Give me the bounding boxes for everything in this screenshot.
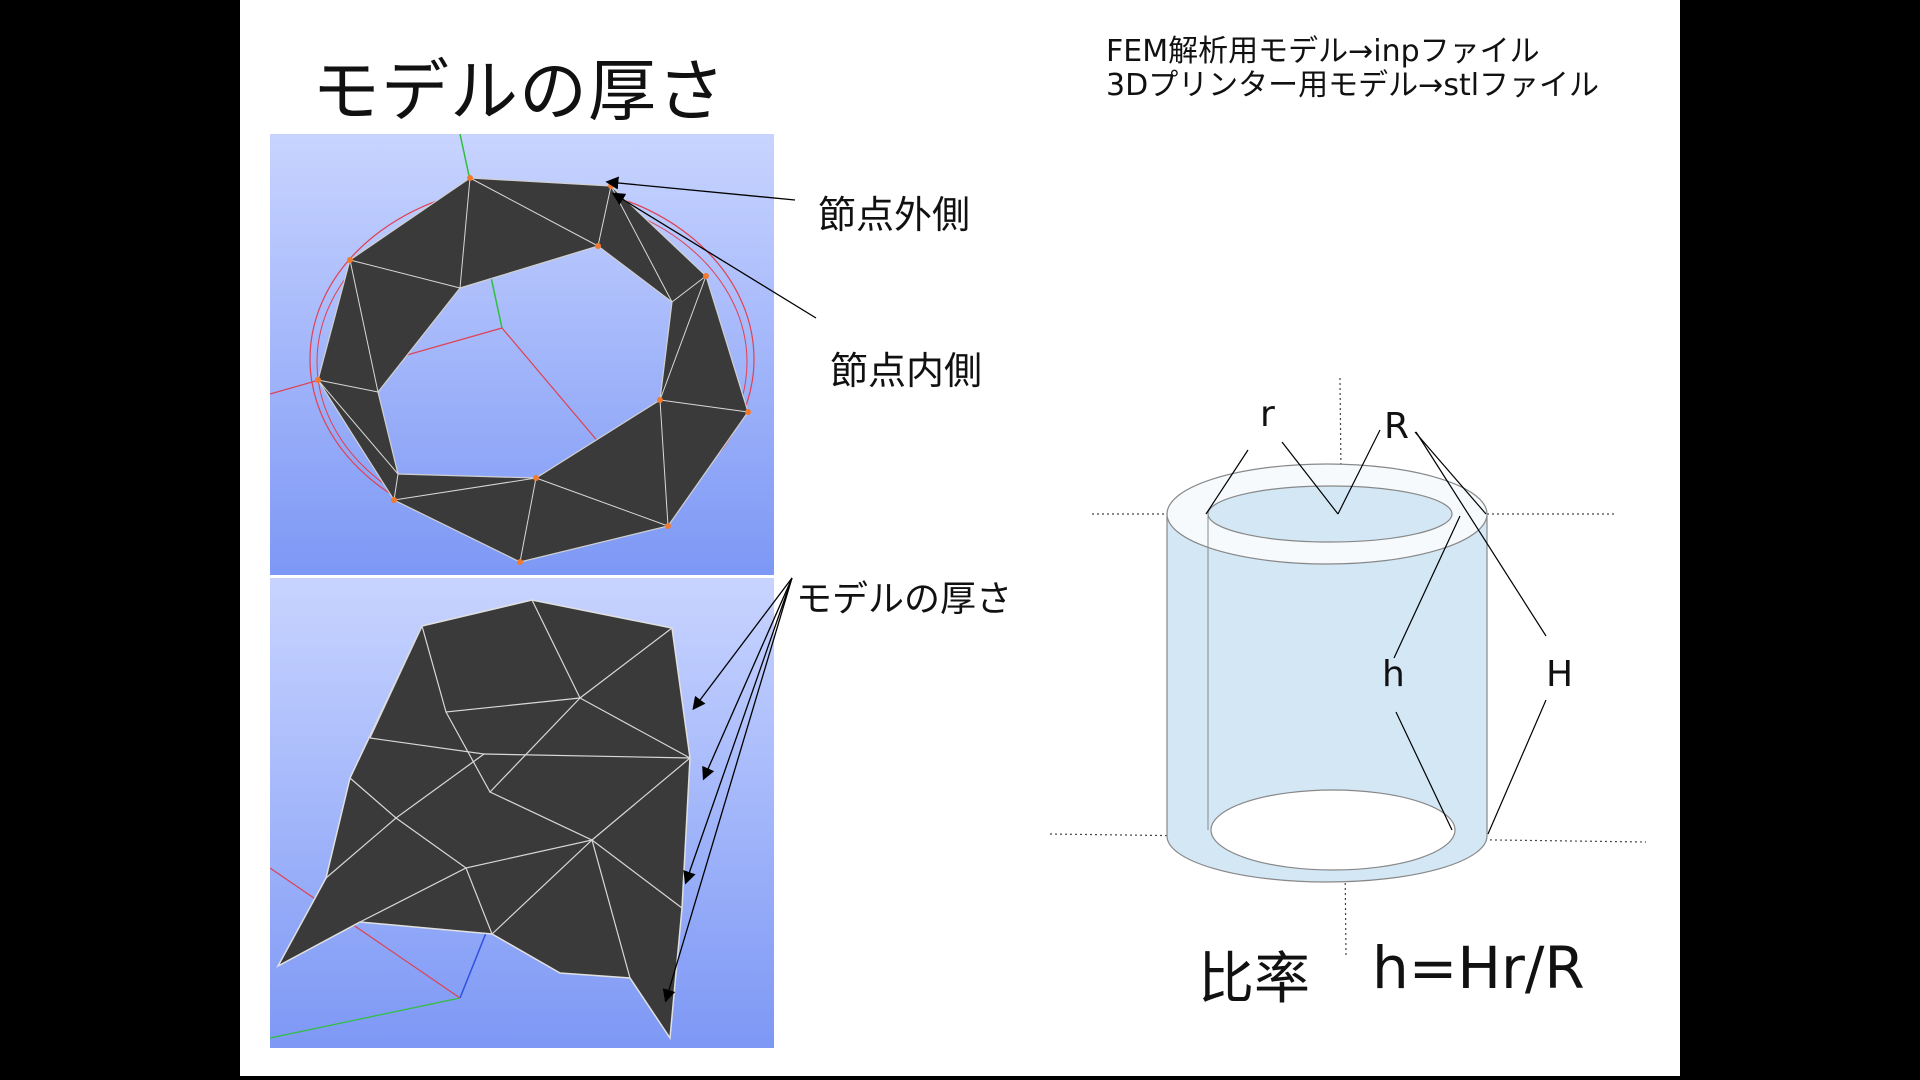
- cylinder-diagram: [1049, 377, 1647, 957]
- symbol-R: R: [1384, 406, 1410, 447]
- slide: モデルの厚さ FEM解析用モデル→inpファイル 3Dプリンター用モデル→stl…: [240, 0, 1680, 1076]
- label-inner-node: 節点内側: [830, 349, 983, 393]
- ratio-formula: h=Hr/R: [1372, 934, 1585, 1002]
- note-fem: FEM解析用モデル→inpファイル: [1106, 34, 1540, 69]
- annotation-arrows: [605, 176, 1647, 1003]
- ratio-label: 比率: [1198, 947, 1310, 1012]
- thickness-mesh-drawing: [270, 599, 692, 1041]
- ring-mesh-drawing: [270, 134, 755, 565]
- symbol-H: H: [1546, 654, 1574, 695]
- symbol-h: h: [1382, 654, 1405, 695]
- symbol-r: r: [1260, 394, 1275, 435]
- ring-mesh-view: [270, 134, 774, 575]
- label-outer-node: 節点外側: [818, 193, 971, 237]
- note-3d-printer: 3Dプリンター用モデル→stlファイル: [1106, 68, 1600, 103]
- thickness-mesh-view: [270, 578, 774, 1048]
- slide-title: モデルの厚さ: [312, 53, 727, 132]
- label-model-thickness: モデルの厚さ: [796, 579, 1013, 620]
